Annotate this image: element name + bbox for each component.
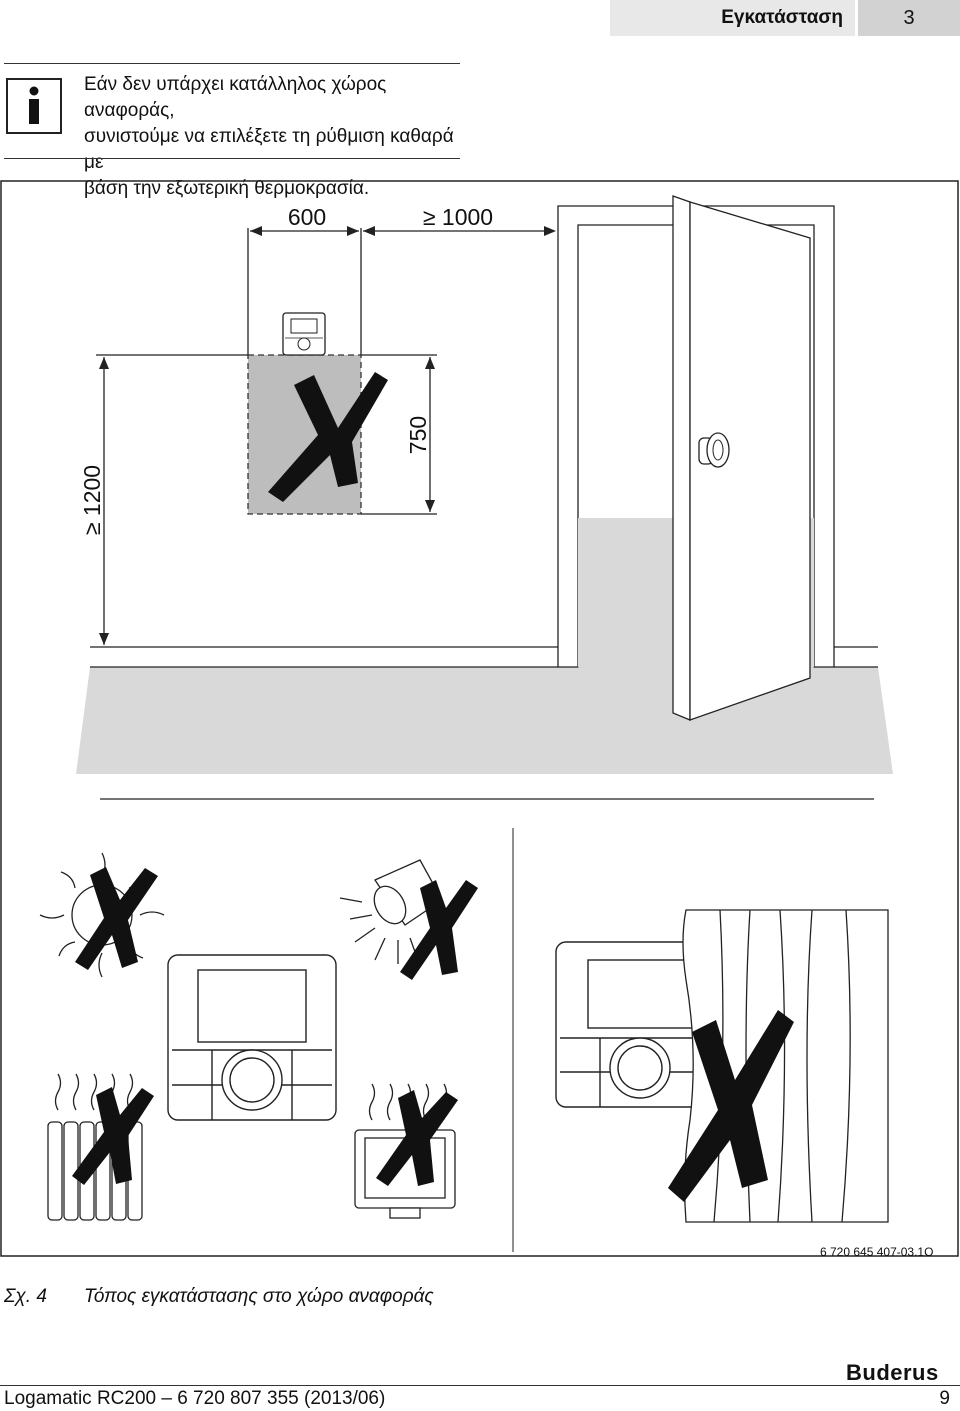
curtain-forbidden-x-icon xyxy=(668,1010,794,1202)
curtain-panel xyxy=(555,909,889,1223)
dim-door-distance-label: ≥ 1000 xyxy=(423,204,493,230)
door-knob-icon xyxy=(698,432,730,468)
footer-document: Logamatic RC200 – 6 720 807 355 (2013/06… xyxy=(4,1388,386,1409)
dim-mount-height-label: ≥ 1200 xyxy=(79,465,105,535)
info-icon xyxy=(6,78,62,134)
forbidden-x-icon xyxy=(268,372,388,502)
forbidden-zone xyxy=(247,354,388,515)
wall-controller-icon xyxy=(282,312,326,356)
note-top-rule xyxy=(4,63,460,64)
radiator-forbidden-x-icon xyxy=(72,1087,154,1185)
dimension-lines xyxy=(96,228,554,645)
figure-id: 6 720 645 407-03.1O xyxy=(820,1245,934,1259)
installation-location-figure: 600 ≥ 1000 750 ≥ 1200 xyxy=(0,180,959,1257)
dim-width-label: 600 xyxy=(288,204,326,230)
sun-forbidden-x-icon xyxy=(75,867,158,970)
tv-forbidden-x-icon xyxy=(376,1090,458,1186)
lamp-forbidden-x-icon xyxy=(400,880,478,980)
note-bottom-rule xyxy=(4,158,460,159)
note-line: βάση την εξωτερική θερμοκρασία. xyxy=(84,178,370,199)
controller-icon xyxy=(167,954,337,1121)
heat-sources-panel xyxy=(39,852,478,1221)
header-chapter-number: 3 xyxy=(858,0,960,36)
note-line: συνιστούμε να επιλέξετε τη ρύθμιση καθαρ… xyxy=(84,126,454,173)
dim-zone-height-label: 750 xyxy=(405,416,431,454)
footer-rule xyxy=(0,1385,960,1386)
caption-text: Τόπος εγκατάστασης στο χώρο αναφοράς xyxy=(84,1286,434,1307)
note-line: Εάν δεν υπάρχει κατάλληλος χώρος αναφορά… xyxy=(84,74,387,121)
header-section-title: Εγκατάσταση xyxy=(610,0,855,36)
footer-page-number: 9 xyxy=(939,1388,950,1409)
brand-logo: Buderus xyxy=(846,1360,939,1385)
caption-label: Σχ. 4 xyxy=(4,1286,47,1307)
dimension-arrows xyxy=(99,226,556,645)
note-text: Εάν δεν υπάρχει κατάλληλος χώρος αναφορά… xyxy=(84,72,464,202)
room-scene xyxy=(76,195,893,774)
